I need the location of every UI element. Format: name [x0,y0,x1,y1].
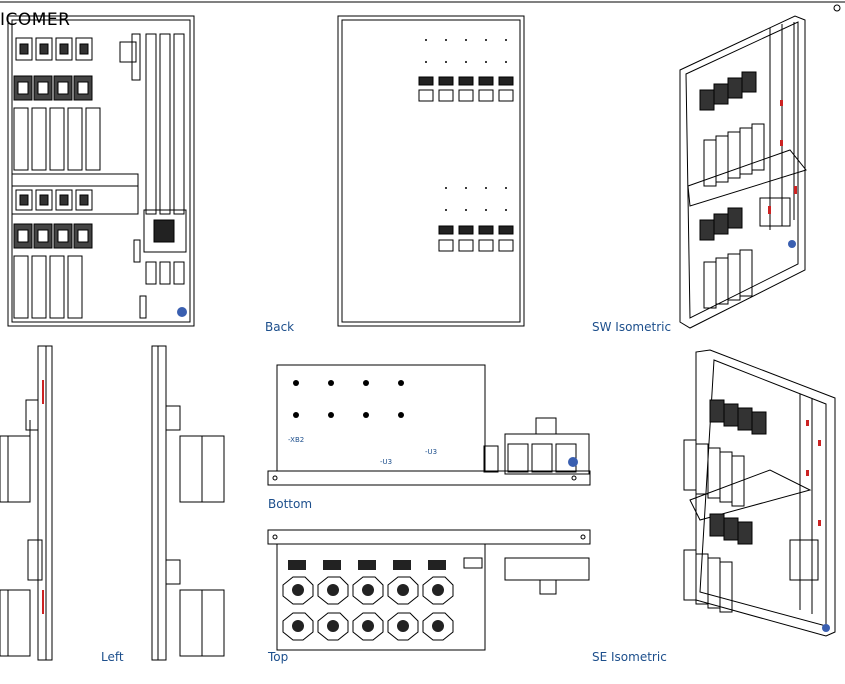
view-label-left: Left [101,650,124,664]
view-label-top: Top [268,650,289,664]
tag-u3-b: -U3 [425,448,438,456]
tag-u3-a: -U3 [380,458,393,466]
view-label-sw-isometric: SW Isometric [592,320,672,334]
view-label-back: Back [265,320,295,334]
view-label-bottom: Bottom [268,497,313,511]
tag-xb2: -XB2 [288,436,305,444]
view-label-se-isometric: SE Isometric [592,650,667,664]
